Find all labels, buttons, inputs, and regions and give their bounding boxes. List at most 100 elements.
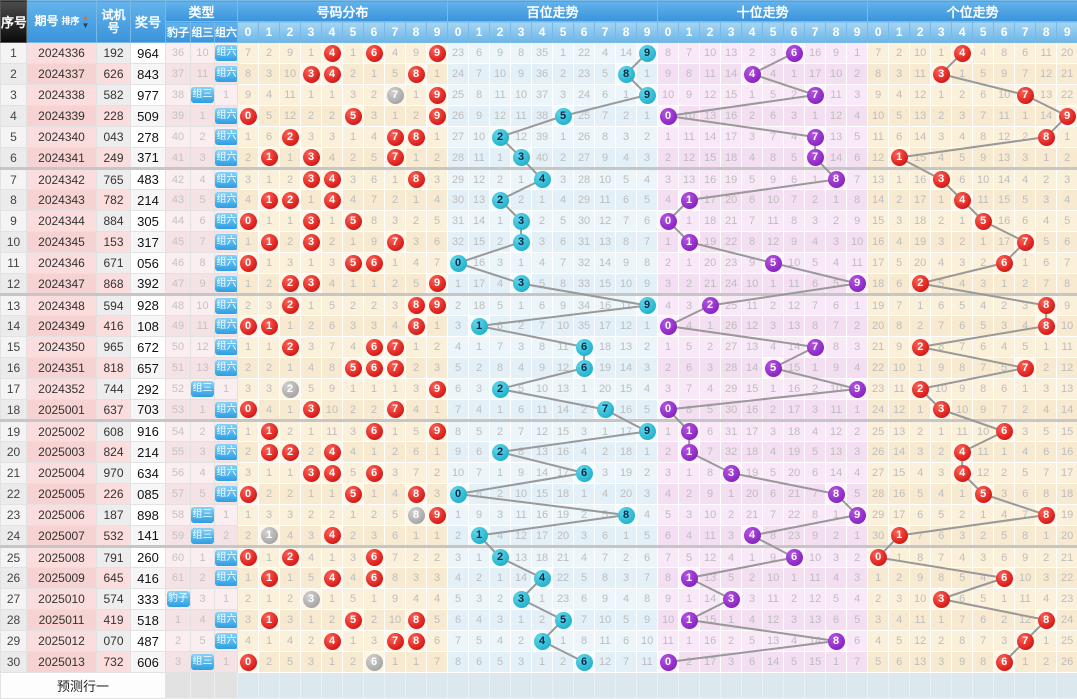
miss-cell: 1: [699, 315, 722, 337]
miss-cell: 3: [846, 336, 869, 358]
type-cell-zusan: 2: [190, 420, 215, 442]
column-header-period[interactable]: 期号排序▲▼: [26, 0, 97, 43]
red-ball: 2: [281, 338, 299, 356]
miss-cell: 11: [552, 336, 575, 358]
miss-cell: 3: [636, 483, 659, 505]
miss-cell: 9: [510, 462, 533, 484]
type-cell-zusan: 11: [190, 63, 215, 85]
miss-cell: 1: [363, 273, 386, 296]
miss-cell: 2: [489, 189, 512, 211]
miss-cell: 9: [951, 651, 974, 673]
miss-cell: 6: [804, 462, 827, 484]
miss-cell: 9: [552, 294, 575, 316]
miss-cell: 9: [636, 273, 659, 296]
sort-control[interactable]: 期号排序▲▼: [28, 12, 96, 30]
miss-cell: 13: [720, 42, 743, 64]
miss-cell: 1: [636, 315, 659, 337]
prize-number-cell: 634: [130, 462, 166, 484]
miss-cell: 24: [1056, 609, 1077, 631]
cyan-ball: 1: [470, 317, 488, 335]
red-ball: 2: [281, 128, 299, 146]
miss-cell: 8: [531, 336, 554, 358]
miss-cell: 3: [300, 336, 323, 358]
miss-cell: 3: [846, 441, 869, 463]
miss-cell: 6: [573, 651, 596, 673]
miss-cell: 1: [279, 462, 302, 484]
miss-cell: 1: [951, 210, 974, 232]
miss-cell: 4: [321, 63, 344, 85]
miss-cell: 4: [447, 567, 470, 589]
red-ball: 2: [911, 338, 929, 356]
miss-cell: 7: [405, 462, 428, 484]
cyan-ball: 6: [575, 653, 593, 671]
miss-cell: 1: [342, 378, 365, 400]
miss-cell: 7: [888, 294, 911, 316]
prize-number-cell: 898: [130, 504, 166, 526]
seq-cell: 28: [0, 609, 27, 631]
miss-cell: 6: [888, 273, 911, 296]
miss-cell: 3: [342, 84, 365, 106]
period-cell: 2025004: [26, 462, 97, 484]
miss-cell: 1: [258, 420, 281, 442]
miss-cell: 3: [447, 315, 470, 337]
miss-cell: 4: [342, 189, 365, 211]
miss-cell: 6: [993, 378, 1016, 400]
type-cell-zuliu: 组六: [213, 231, 239, 253]
miss-cell: 3: [300, 525, 323, 548]
miss-cell: 1: [510, 609, 533, 631]
miss-cell: 1: [1035, 630, 1058, 652]
sort-arrows[interactable]: ▲▼: [81, 12, 90, 30]
miss-cell: 5: [615, 609, 638, 631]
miss-cell: 7: [384, 630, 407, 652]
miss-cell: 2: [321, 231, 344, 253]
miss-cell: 22: [552, 567, 575, 589]
type-pill: 组六: [215, 45, 237, 61]
miss-cell: 1: [804, 168, 827, 190]
miss-cell: 21: [552, 546, 575, 568]
miss-cell: 7: [867, 42, 890, 64]
red-ball: 9: [428, 506, 446, 524]
miss-cell: 12: [972, 462, 995, 484]
red-ball: 9: [428, 275, 446, 292]
miss-cell: 3: [426, 567, 449, 589]
miss-cell: 24: [867, 399, 890, 422]
miss-cell: 3: [552, 84, 575, 106]
type-cell-zusan: 5: [190, 630, 215, 652]
sort-desc-icon[interactable]: ▼: [81, 20, 90, 30]
miss-cell: 10: [699, 504, 722, 526]
miss-cell: 1: [804, 357, 827, 379]
miss-cell: 20: [783, 462, 806, 484]
sort-asc-icon[interactable]: ▲: [81, 12, 90, 22]
miss-cell: 18: [615, 441, 638, 463]
miss-cell: 1: [657, 420, 680, 442]
miss-cell: 26: [573, 126, 596, 148]
red-ball: 8: [407, 297, 425, 314]
miss-cell: 39: [531, 126, 554, 148]
miss-cell: 3: [930, 462, 953, 484]
miss-cell: 0: [657, 210, 680, 232]
miss-cell: 21: [867, 336, 890, 358]
period-cell: 2024337: [26, 63, 97, 85]
miss-cell: 6: [363, 462, 386, 484]
red-ball: 1: [890, 527, 908, 544]
miss-cell: 5: [342, 609, 365, 631]
miss-cell: 2: [279, 168, 302, 190]
miss-cell: 16: [867, 231, 890, 253]
miss-cell: 8: [1035, 126, 1058, 148]
miss-cell: 2: [909, 273, 932, 296]
miss-cell: 4: [321, 441, 344, 463]
red-ball: 0: [239, 317, 257, 335]
miss-cell: 12: [510, 126, 533, 148]
seq-cell: 17: [0, 378, 27, 400]
miss-cell: 20: [741, 483, 764, 505]
miss-cell: 1: [678, 252, 701, 274]
type-cell-baozi: 36: [165, 42, 191, 64]
test-number-cell: 532: [96, 525, 131, 548]
section-header-ge: 个位走势: [867, 0, 1077, 22]
miss-cell: 8: [972, 126, 995, 148]
miss-cell: 14: [804, 630, 827, 652]
